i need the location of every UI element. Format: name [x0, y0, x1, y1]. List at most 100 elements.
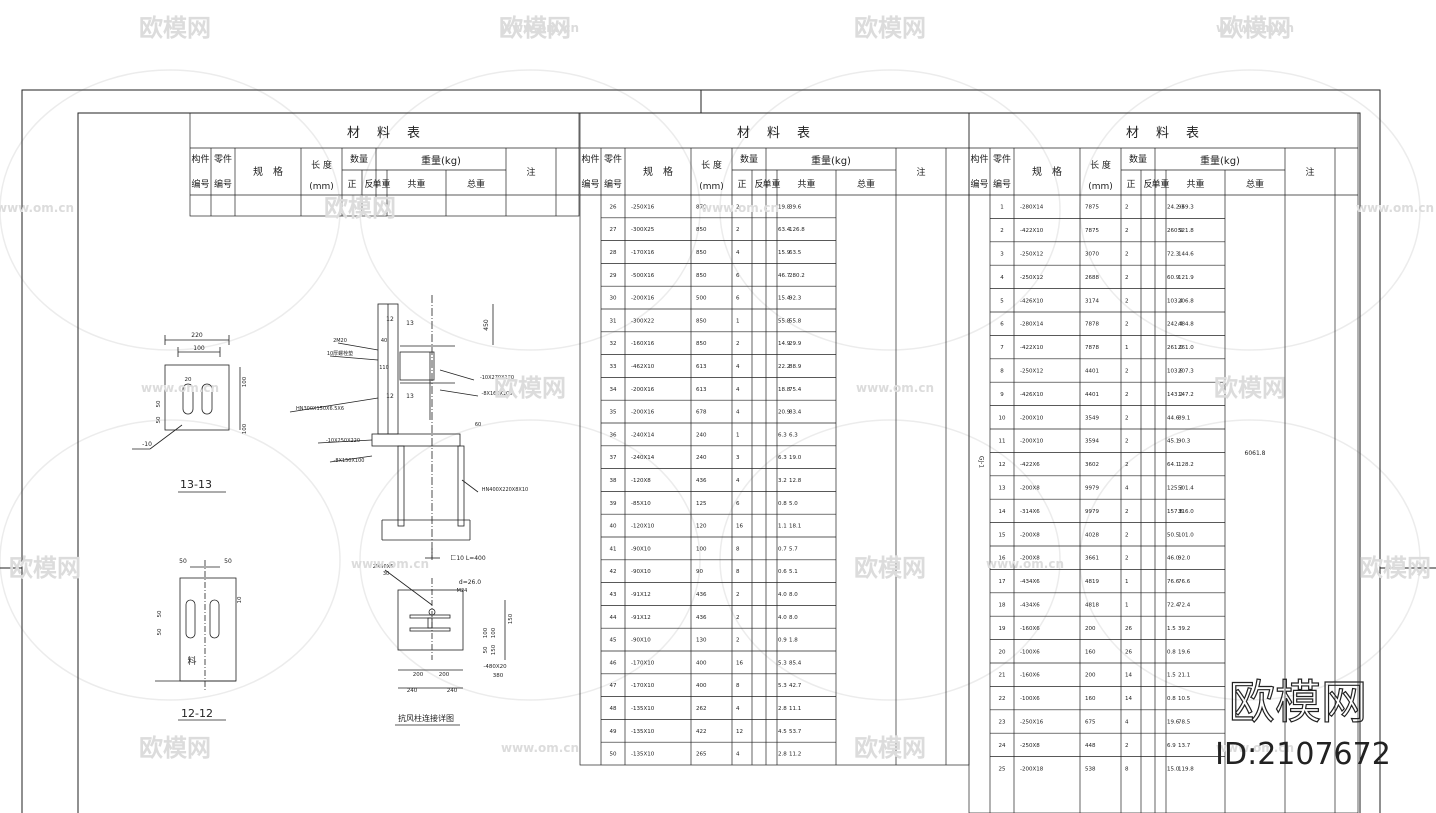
hdr-length-unit: (mm) — [1088, 182, 1113, 192]
cell-unit-wt: 46.7 — [778, 273, 791, 279]
cell-qty: 2 — [1125, 556, 1129, 562]
callout-plate-150: -8X150X100 — [334, 458, 365, 464]
elev-dim-12: 12 — [386, 316, 394, 323]
cell-sum-wt: 92.3 — [789, 296, 802, 302]
cell-spec: -91X12 — [631, 592, 651, 598]
cell-spec: -200X16 — [631, 410, 655, 416]
cell-length: 2688 — [1085, 275, 1099, 281]
cell-length: 9979 — [1085, 509, 1099, 515]
plan-bolt-note: d=26.0 — [459, 579, 481, 586]
cell-unit-wt: 103.6 — [1167, 369, 1183, 375]
hdr-note: 注 — [1305, 166, 1314, 178]
callout-2m20: 2M20 — [333, 338, 347, 344]
cell-length: 500 — [696, 296, 707, 302]
cell-piece-no: 13 — [999, 486, 1006, 492]
cell-unit-wt: 0.8 — [1167, 696, 1176, 702]
cell-sum-wt: 76.6 — [1178, 579, 1191, 585]
cell-spec: -200X10 — [1020, 415, 1044, 421]
hdr-weight: 重量(kg) — [811, 154, 851, 167]
cell-sum-wt: 19.6 — [1178, 649, 1191, 655]
elev-leader — [461, 479, 479, 493]
cell-sum-wt: 42.7 — [789, 683, 802, 689]
cell-spec: -135X10 — [631, 706, 655, 712]
table-title: 材 料 表 — [347, 126, 422, 141]
cell-spec: -200X18 — [1020, 766, 1044, 772]
cell-qty: 8 — [736, 569, 740, 575]
hdr-total-wt: 总重 — [467, 178, 485, 190]
cell-piece-no: 6 — [1000, 322, 1004, 328]
plan-callout-30: 30 — [383, 571, 389, 577]
cell-piece-no: 25 — [999, 766, 1006, 772]
cell-spec: -250X8 — [1020, 743, 1040, 749]
watermark-logo: 欧模网 — [9, 554, 81, 582]
hdr-total-wt: 总重 — [857, 178, 875, 190]
cell-unit-wt: 4.0 — [778, 592, 787, 598]
cell-piece-no: 34 — [610, 387, 617, 393]
cell-sum-wt: 521.8 — [1178, 228, 1194, 234]
cell-unit-wt: 125.3 — [1167, 486, 1183, 492]
cell-length: 265 — [696, 752, 707, 758]
cell-unit-wt: 103.4 — [1167, 298, 1183, 304]
cell-spec: -250X12 — [1020, 369, 1043, 375]
hdr-sum-wt: 共重 — [407, 178, 425, 190]
cell-sum-wt: 5.1 — [789, 569, 798, 575]
hdr-piece-no: 编号 — [604, 178, 622, 190]
cell-unit-wt: 64.1 — [1167, 462, 1179, 468]
cell-unit-wt: 46.0 — [1167, 556, 1180, 562]
cell-sum-wt: 13.7 — [1178, 743, 1191, 749]
hdr-unit-wt: 单重 — [372, 178, 390, 190]
cell-unit-wt: 1.1 — [778, 524, 787, 530]
sec2-dim-v: 50 — [157, 610, 163, 617]
cell-piece-no: 4 — [1000, 275, 1004, 281]
cell-qty: 2 — [736, 592, 740, 598]
plan-dim-240b: 240 — [447, 688, 458, 694]
cell-qty: 2 — [1125, 743, 1129, 749]
detail-caption: 抗风柱连接详图 — [398, 713, 454, 723]
cell-length: 7875 — [1085, 205, 1099, 211]
plan-dim-v3: 100 — [483, 627, 489, 638]
cell-piece-no: 36 — [610, 432, 617, 438]
hdr-spec: 规 格 — [1032, 165, 1062, 178]
cell-piece-no: 50 — [610, 752, 617, 758]
watermark-logo: 欧模网 — [854, 554, 926, 582]
cell-piece-no: 21 — [999, 673, 1006, 679]
cell-sum-wt: 6.3 — [789, 432, 798, 438]
hdr-weight: 重量(kg) — [421, 154, 461, 167]
cell-spec: -200X10 — [1020, 439, 1044, 445]
cell-length: 675 — [1085, 720, 1096, 726]
cell-length: 613 — [696, 387, 707, 393]
cell-spec: -422X10 — [1020, 345, 1044, 351]
cell-length: 9979 — [1085, 486, 1099, 492]
cell-qty: 2 — [1125, 462, 1129, 468]
cell-spec: -300X22 — [631, 318, 654, 324]
cell-length: 3602 — [1085, 462, 1099, 468]
cell-sum-wt: 126.8 — [789, 227, 805, 233]
cell-piece-no: 35 — [610, 410, 617, 416]
cell-spec: -250X12 — [1020, 252, 1043, 258]
cell-spec: -426X10 — [1020, 298, 1044, 304]
cell-piece-no: 2 — [1000, 228, 1004, 234]
watermark-arc — [0, 69, 341, 351]
sec2-dim-50b: 50 — [224, 558, 232, 565]
plan-bolt-spec: M24 — [457, 588, 468, 594]
plan-web — [427, 617, 433, 629]
cell-unit-wt: 143.2 — [1167, 392, 1183, 398]
sec2-marker: 料 — [187, 655, 196, 667]
cell-qty: 2 — [1125, 252, 1129, 258]
cell-length: 436 — [696, 478, 707, 484]
part-label: GJ-1 — [978, 456, 985, 468]
plan-dim-200: 200 — [413, 672, 424, 678]
cell-sum-wt: 5.0 — [789, 501, 798, 507]
cell-qty: 2 — [1125, 439, 1129, 445]
watermark-site: www.om.cn — [986, 557, 1064, 571]
cell-unit-wt: 0.6 — [778, 569, 787, 575]
cell-piece-no: 19 — [999, 626, 1006, 632]
cell-sum-wt: 206.8 — [1178, 298, 1194, 304]
elev-dim-450-text: 450 — [483, 319, 490, 331]
watermark-logo: 欧模网 — [1219, 14, 1291, 42]
plan-baseplate — [397, 589, 464, 651]
cell-piece-no: 24 — [999, 743, 1006, 749]
watermark-logo: 欧模网 — [1359, 554, 1431, 582]
cell-qty: 2 — [1125, 532, 1129, 538]
cell-piece-no: 46 — [610, 660, 617, 666]
